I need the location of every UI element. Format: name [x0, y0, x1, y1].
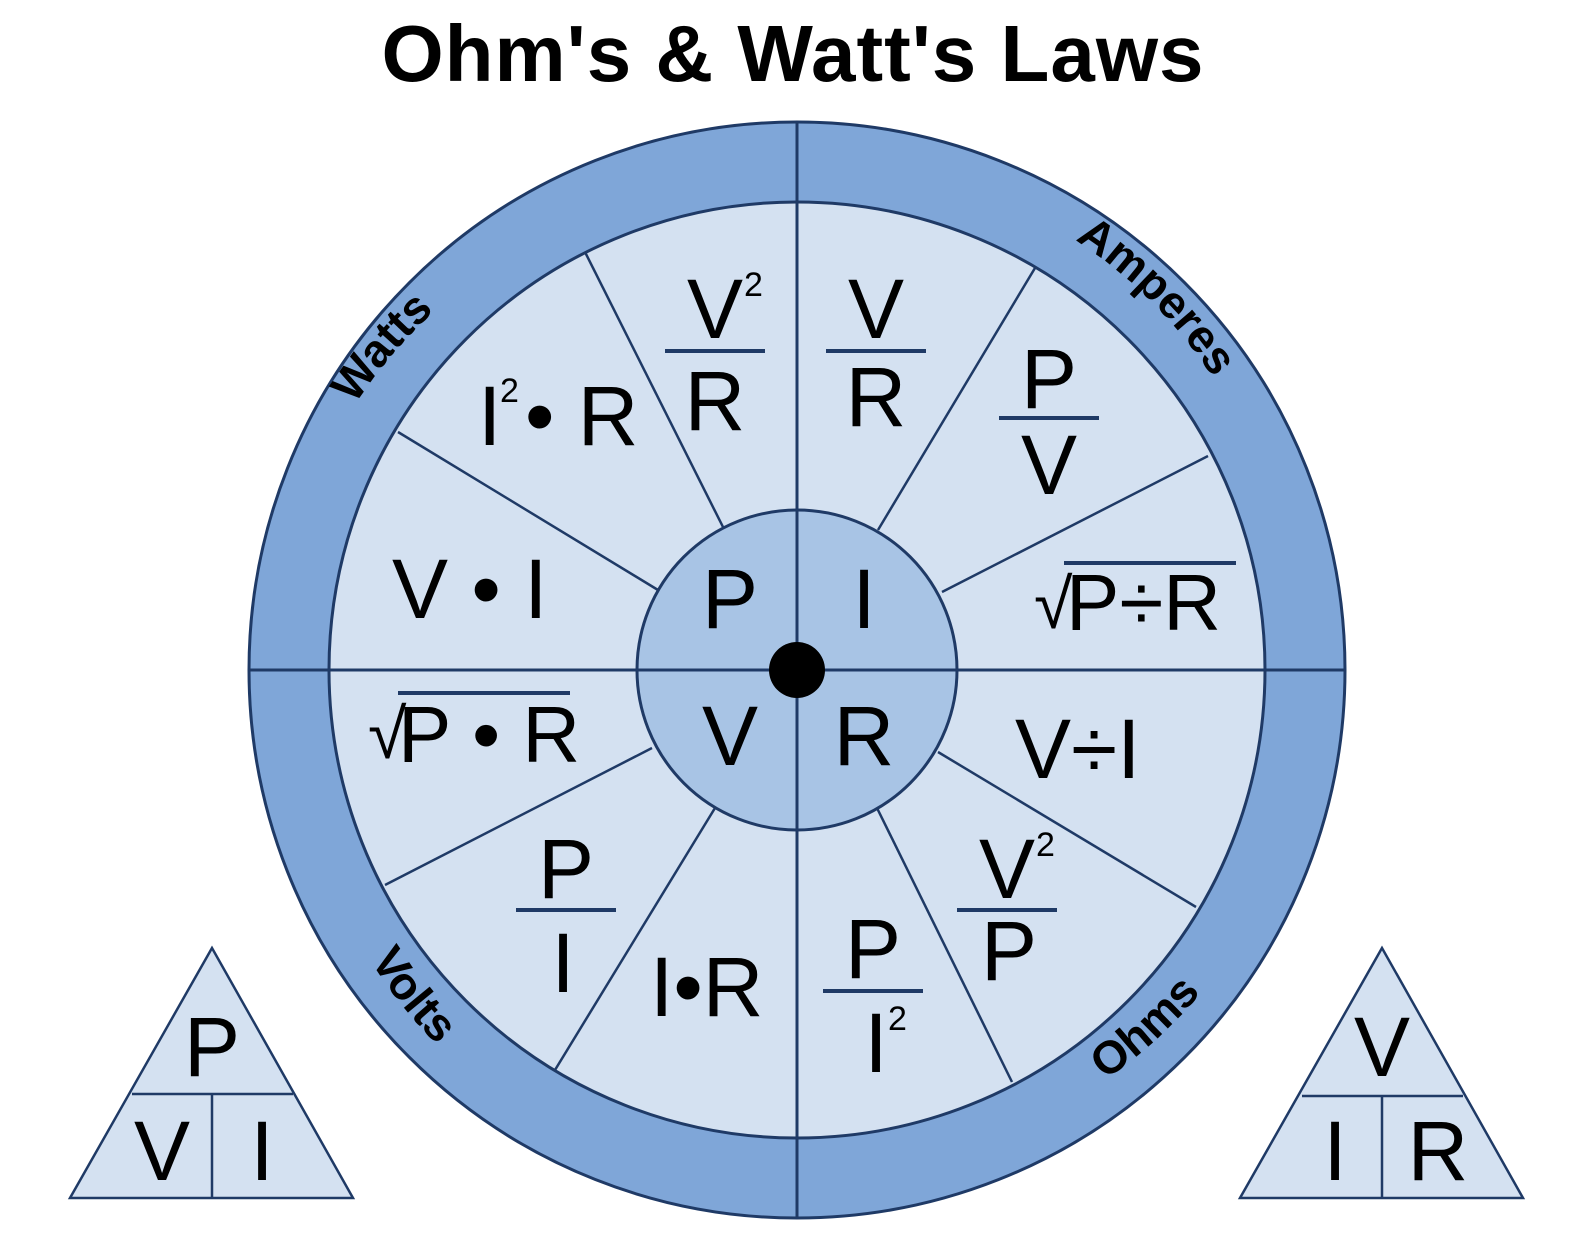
triangle-ohm-top: V [1354, 1000, 1410, 1094]
svg-text:√: √ [368, 695, 407, 773]
triangle-power-top: P [184, 1000, 240, 1094]
triangle-ohm-right: R [1408, 1104, 1469, 1198]
svg-text:P: P [538, 822, 594, 916]
formula-v-times-i: V • I [392, 542, 547, 636]
formula-p-over-v: P V [999, 332, 1099, 512]
formula-p-over-i2: P I 2 [823, 902, 923, 1090]
formula-i-times-r: I•R [650, 940, 763, 1034]
triangle-power-left: V [134, 1104, 190, 1198]
svg-text:V: V [848, 262, 904, 356]
hub-r: R [834, 689, 895, 783]
page-title: Ohm's & Watt's Laws [381, 9, 1205, 98]
formula-v-div-i: V÷I [1015, 702, 1140, 796]
svg-text:P: P [1021, 332, 1077, 426]
formula-v-over-r: V R [826, 262, 926, 444]
svg-text:R: R [846, 350, 907, 444]
formula-v2-over-p: V 2 P [957, 822, 1057, 998]
hub-i: I [852, 552, 875, 646]
svg-text:P: P [981, 904, 1037, 998]
svg-text:• R: • R [525, 369, 638, 463]
hub-v: V [702, 689, 758, 783]
svg-text:P • R: P • R [398, 690, 580, 779]
formula-i2-times-r: I 2 • R [478, 369, 638, 463]
svg-text:2: 2 [500, 372, 519, 410]
triangle-ohm-left: I [1323, 1104, 1346, 1198]
svg-text:P÷R: P÷R [1066, 558, 1221, 647]
svg-text:R: R [685, 354, 746, 448]
svg-text:I: I [864, 996, 887, 1090]
formula-sqrt-p-div-r: √ P÷R [1034, 558, 1236, 647]
svg-text:V: V [979, 822, 1035, 916]
svg-text:I: I [551, 916, 574, 1010]
svg-text:I: I [478, 369, 501, 463]
svg-text:V: V [1021, 418, 1077, 512]
svg-text:P: P [845, 902, 901, 996]
svg-text:2: 2 [744, 266, 763, 304]
hub-p: P [702, 552, 758, 646]
wedge-dividers [384, 251, 1209, 1083]
triangle-ohm: V I R [1237, 945, 1526, 1200]
triangle-power-right: I [250, 1104, 273, 1198]
svg-text:2: 2 [1036, 826, 1055, 864]
svg-text:V: V [687, 262, 743, 356]
svg-text:2: 2 [888, 1000, 907, 1038]
formula-v2-over-r: V 2 R [665, 262, 765, 448]
triangle-power: P V I [67, 945, 356, 1200]
svg-text:√: √ [1034, 565, 1073, 643]
formula-sqrt-p-times-r: √ P • R [368, 690, 580, 779]
formula-p-over-i: P I [516, 822, 616, 1010]
center-dot [769, 642, 825, 698]
